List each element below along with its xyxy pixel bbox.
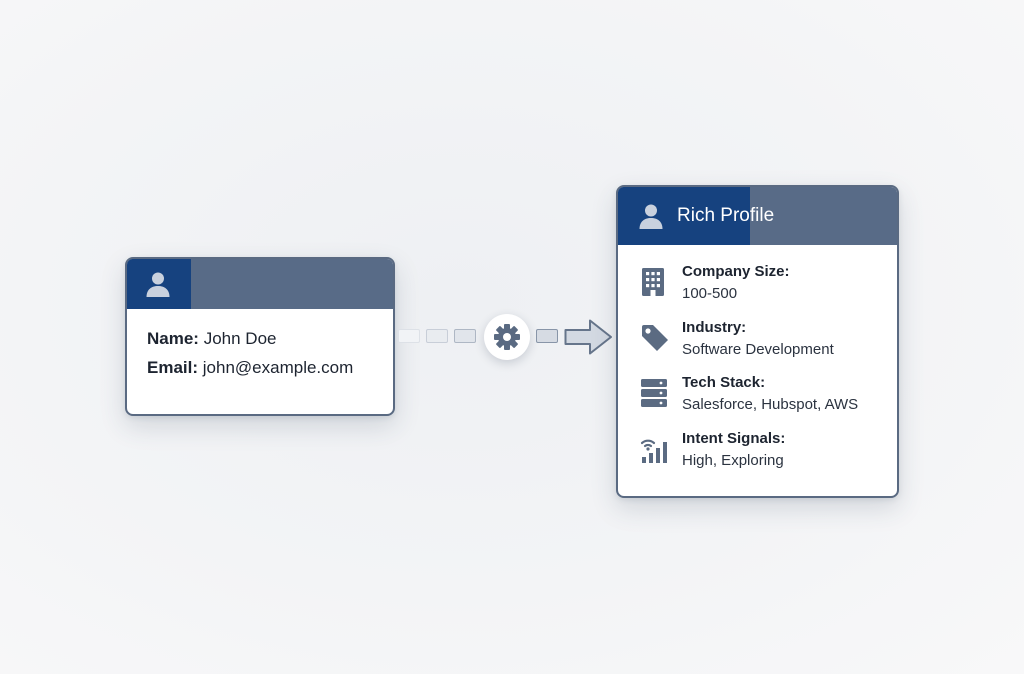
pipeline-block	[536, 329, 558, 343]
company-size-label: Company Size:	[682, 263, 790, 280]
rich-profile-card: Rich Profile Company Size: 100-500	[616, 185, 899, 498]
attribute-intent-signals: Intent Signals: High, Exploring	[640, 430, 897, 486]
industry-value: Software Development	[682, 340, 834, 358]
tech-stack-label: Tech Stack:	[682, 374, 766, 391]
signal-icon	[640, 434, 670, 464]
building-icon	[640, 267, 670, 297]
rich-card-header: Rich Profile	[618, 187, 897, 245]
tag-icon	[640, 323, 670, 353]
enrichment-pipeline	[394, 314, 616, 360]
user-icon	[638, 202, 664, 230]
email-value: john@example.com	[202, 358, 354, 377]
name-field: Name: John Doe	[147, 329, 393, 349]
attribute-tech-stack: Tech Stack: Salesforce, Hubspot, AWS	[640, 374, 897, 430]
server-stack-icon	[640, 378, 670, 408]
rich-header-accent	[618, 187, 750, 245]
company-size-value: 100-500	[682, 285, 738, 302]
intent-signals-label: Intent Signals:	[682, 429, 786, 447]
source-card-header	[127, 259, 393, 309]
intent-signals-value: High, Exploring	[682, 451, 784, 469]
rich-profile-title: Rich Profile	[677, 205, 775, 226]
gear-icon	[492, 322, 522, 352]
name-label: Name:	[147, 329, 199, 348]
source-card-body: Name: John Doe Email: john@example.com	[127, 309, 393, 378]
email-field: Email: john@example.com	[147, 358, 393, 378]
user-icon	[145, 270, 171, 298]
industry-label: Industry:	[682, 318, 747, 336]
enrichment-process-badge	[484, 314, 530, 360]
pipeline-block	[398, 329, 420, 343]
tech-stack-value: Salesforce, Hubspot, AWS	[682, 396, 859, 413]
name-value: John Doe	[203, 329, 277, 348]
source-contact-card: Name: John Doe Email: john@example.com	[125, 257, 395, 416]
pipeline-block	[454, 329, 476, 343]
email-label: Email:	[147, 358, 199, 377]
rich-card-body: Company Size: 100-500 Industry: Software…	[618, 245, 897, 485]
attribute-company-size: Company Size: 100-500	[640, 263, 897, 319]
pipeline-block	[426, 329, 448, 343]
arrow-right-icon	[564, 318, 614, 361]
attribute-industry: Industry: Software Development	[640, 319, 897, 375]
